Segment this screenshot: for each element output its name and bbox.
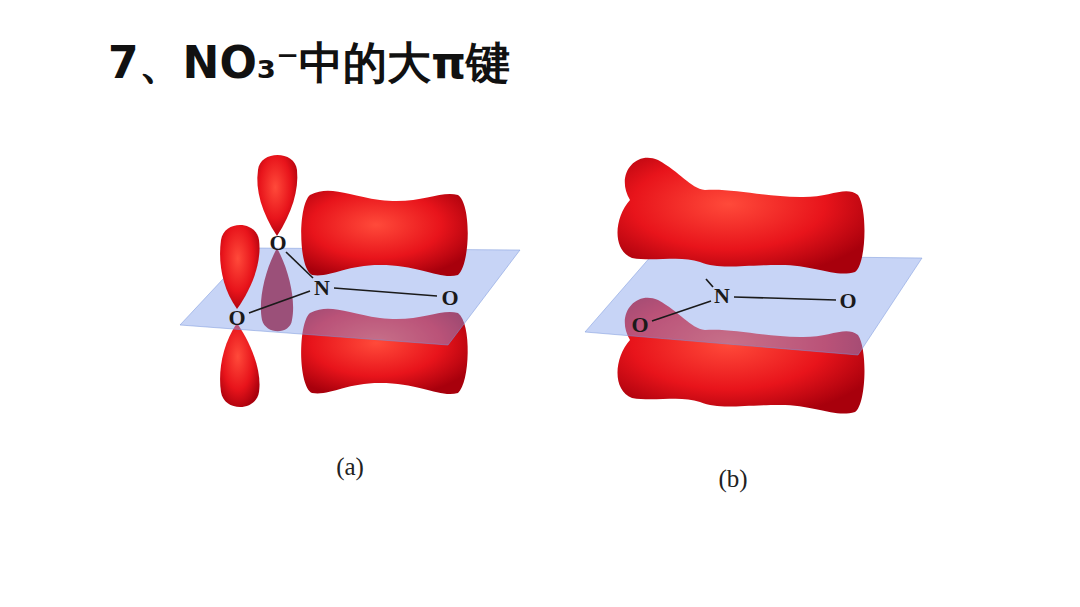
pi-cloud bbox=[301, 191, 468, 276]
molecular-plane bbox=[585, 255, 922, 355]
bond-lines bbox=[249, 252, 437, 313]
p-orbital-lobe bbox=[220, 225, 259, 309]
panel-label: (a) bbox=[336, 454, 364, 479]
atom-label: O bbox=[839, 290, 856, 312]
pi-cloud bbox=[618, 158, 865, 274]
atom-label: O bbox=[228, 307, 245, 329]
panel-label: (b) bbox=[718, 466, 747, 491]
p-orbital-lobe bbox=[220, 323, 259, 407]
p-orbital-lobe bbox=[257, 155, 297, 236]
atom-label: N bbox=[314, 277, 330, 299]
bond-lines bbox=[652, 279, 836, 321]
atom-label: O bbox=[269, 232, 286, 254]
atom-label: N bbox=[714, 285, 730, 307]
atom-label: O bbox=[631, 314, 648, 336]
atom-label: O bbox=[441, 287, 458, 309]
slide-title: 7、NO₃⁻中的大π键 bbox=[108, 34, 510, 93]
